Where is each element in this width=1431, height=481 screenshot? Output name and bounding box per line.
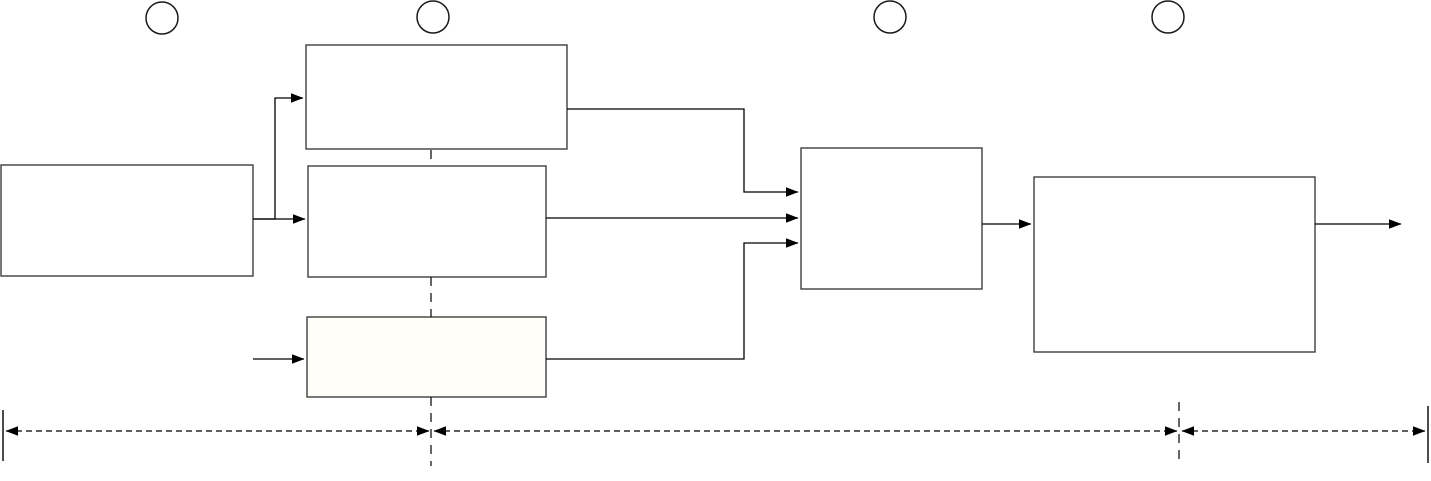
edge-output-exit-arrowhead <box>1389 219 1402 229</box>
edge-combiner-to-output-arrowhead <box>1019 219 1032 229</box>
dim-span-3-start-arrowhead <box>1181 426 1194 436</box>
block-middle-branch <box>307 165 547 278</box>
edge-source-to-upper <box>253 97 303 220</box>
ref-circle-3 <box>873 0 907 34</box>
edge-middle-to-combiner-arrowhead <box>786 213 799 223</box>
block-source <box>0 164 254 277</box>
edge-upper-to-combiner-arrowhead <box>786 187 799 197</box>
edge-source-to-upper-arrowhead <box>291 93 304 103</box>
block-combiner <box>800 147 983 290</box>
edge-upper-to-combiner <box>567 108 798 193</box>
block-lower-branch <box>306 316 547 398</box>
edge-source-to-middle-arrowhead <box>293 214 306 224</box>
edge-lower-to-combiner-arrowhead <box>786 238 799 248</box>
ref-circle-1 <box>145 1 179 35</box>
dim-span-3-end-arrowhead <box>1413 426 1426 436</box>
diagram-layer <box>0 0 1429 466</box>
edge-lower-to-combiner <box>546 242 798 360</box>
dim-span-2-start-arrowhead <box>433 426 446 436</box>
edge-input-to-lower-arrowhead <box>292 354 305 364</box>
dim-span-1-start-arrowhead <box>5 426 18 436</box>
block-upper-branch <box>305 44 568 150</box>
dim-span-2-end-arrowhead <box>1165 426 1178 436</box>
dim-span-1-end-arrowhead <box>417 426 430 436</box>
ref-circle-2 <box>416 0 450 34</box>
ref-circle-4 <box>1151 0 1185 34</box>
block-output <box>1033 176 1316 353</box>
